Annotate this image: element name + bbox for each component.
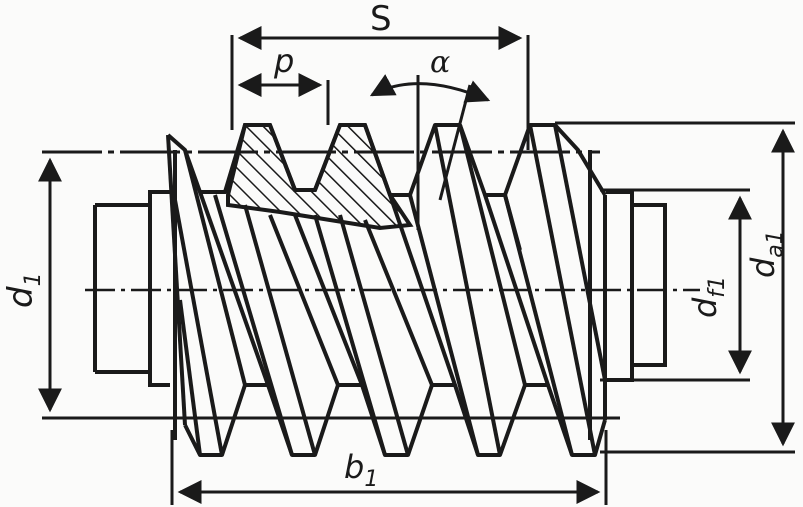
length-symbol: b [344,448,364,486]
pitch-diameter-subscript: 1 [21,272,46,286]
shaft-right [606,190,667,382]
pitch-diameter-label: d1 [1,272,46,308]
hatched-section [226,123,414,231]
root-diameter-symbol: d [686,297,724,318]
angle-label: α [430,45,450,80]
root-diameter-lines [600,188,750,382]
tip-diameter-symbol: d [744,257,782,278]
length-subscript: 1 [364,467,378,492]
shaft-left [93,190,170,387]
tip-diameter-lines [555,121,795,454]
pitch-diameter-lines [42,150,620,420]
lead-label: S [370,0,392,39]
length-label: b1 [344,448,378,492]
root-diameter-label: df1 [686,276,730,318]
pitch-diameter-symbol: d [1,286,41,308]
tip-diameter-label: da1 [744,230,788,278]
length-extension-lines [170,430,608,505]
angle-indicator [369,74,491,230]
root-diameter-subscript: f1 [705,276,730,298]
lead-extension-lines [230,35,530,150]
pitch-extension-lines [230,80,330,130]
tip-diameter-subscript: a1 [763,230,788,257]
pitch-label: p [273,42,294,80]
